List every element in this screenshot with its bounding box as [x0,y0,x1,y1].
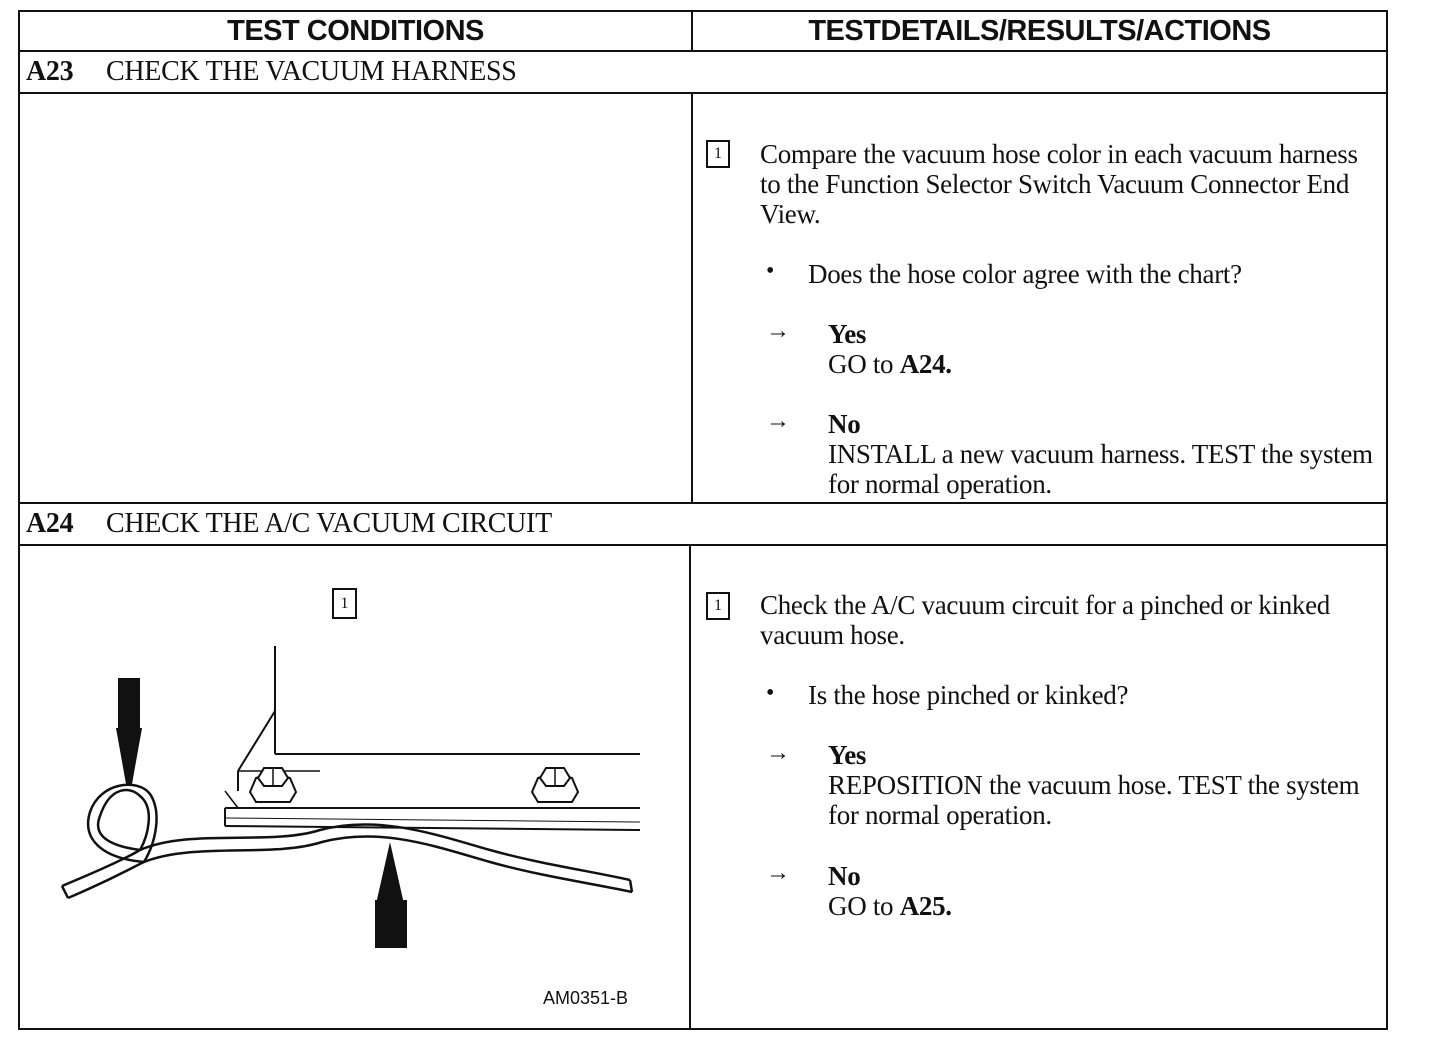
vacuum-hose-illustration [60,646,641,948]
a24-bullet: • [766,680,775,706]
figure-caption: AM0351-B [543,988,629,1008]
a24-no-action: GO to A25. [828,891,952,921]
up-arrow-icon [375,842,407,948]
a24-code: A24 [26,508,74,539]
a24-title: CHECK THE A/C VACUUM CIRCUIT [106,508,552,539]
a23-no-label: No [828,409,861,439]
header-column-divider [691,10,693,52]
a23-section-title: A23 CHECK THE VACUUM HARNESS [26,52,517,92]
a23-question: Does the hose color agree with the chart… [808,259,1242,289]
procedure-table [18,10,1388,1030]
a23-yes-arrow: → [766,318,790,344]
a23-no-action: INSTALL a new vacuum harness. TEST the s… [828,439,1373,499]
a24-no-arrow: → [766,860,790,886]
a23-bullet: • [766,258,775,284]
column-header-test-details: TESTDETAILS/RESULTS/ACTIONS [808,14,1271,47]
column-header-test-conditions: TEST CONDITIONS [227,14,484,47]
a23-code: A23 [26,56,74,87]
a24-no-action-target: A25. [899,891,952,921]
a24-no-action-text: GO to [828,891,900,921]
a24-figure-step-box: 1 [332,588,357,619]
a24-yes-arrow: → [766,740,790,766]
header-divider [18,50,1388,52]
a24-yes-label: Yes [828,740,867,770]
right-bolt [530,767,580,803]
plate-corner-line [224,790,239,809]
a23-yes-action-target: A24. [899,349,952,379]
a23-instruction: Compare the vacuum hose color in each va… [760,139,1358,229]
plate-front-mid [224,817,641,823]
down-arrow-icon [116,678,142,786]
a24-step-box: 1 [706,592,730,620]
vacuum-hose [60,783,634,900]
a23-title-divider [18,92,1388,94]
a23-column-divider [691,92,693,504]
bracket-chamfer-line [237,710,276,772]
a24-instruction: Check the A/C vacuum circuit for a pinch… [760,590,1330,650]
a24-column-divider [689,544,691,1030]
a24-no-label: No [828,861,861,891]
a24-section-title: A24 CHECK THE A/C VACUUM CIRCUIT [26,504,552,544]
a24-title-divider [18,544,1388,546]
a23-yes-action-text: GO to [828,349,900,379]
a23-title: CHECK THE VACUUM HARNESS [106,56,517,87]
left-bolt [248,767,298,803]
a23-yes-label: Yes [828,319,867,349]
a24-question: Is the hose pinched or kinked? [808,680,1129,710]
plate-front-bottom [224,825,641,831]
a23-yes-action: GO to A24. [828,349,952,379]
a23-no-arrow: → [766,408,790,434]
a23-step-box: 1 [706,140,730,168]
a23-bottom-divider [18,502,1388,504]
a24-yes-action: REPOSITION the vacuum hose. TEST the sys… [828,770,1360,830]
